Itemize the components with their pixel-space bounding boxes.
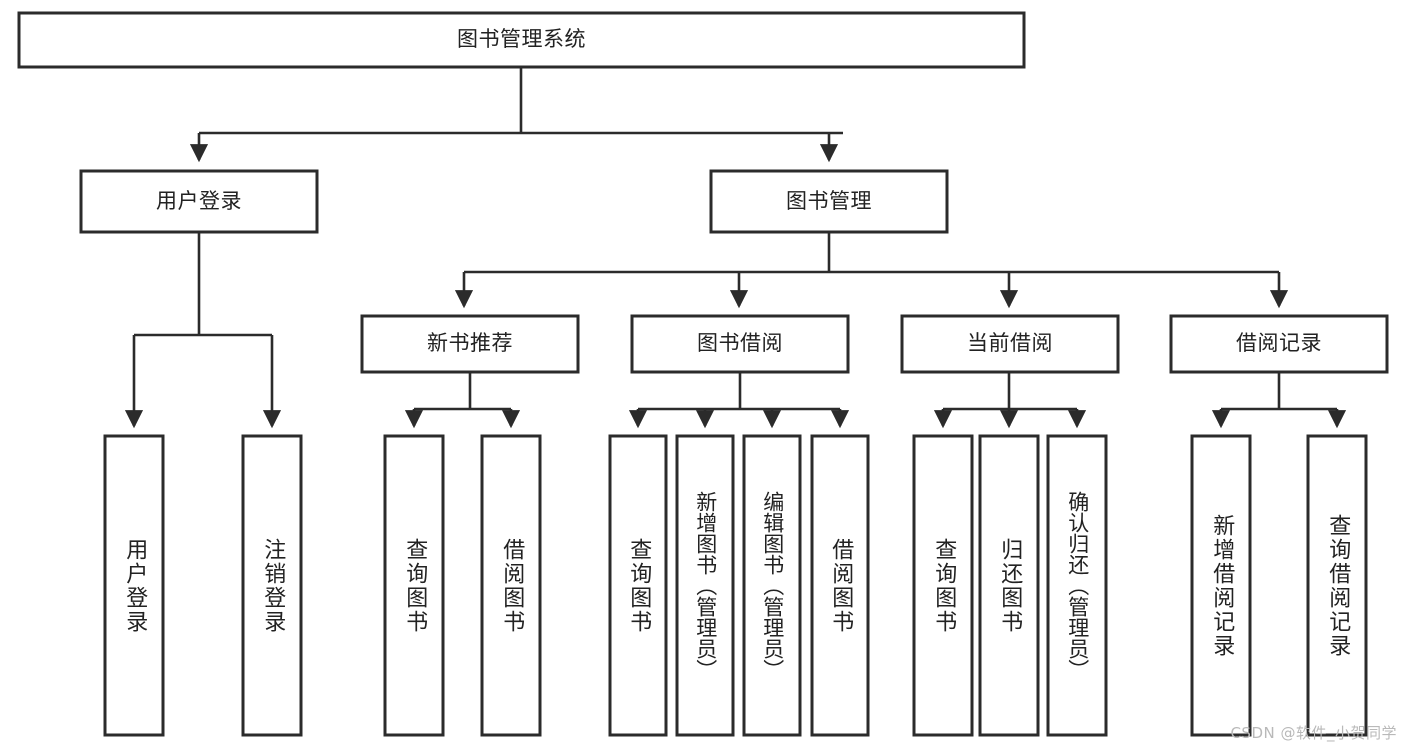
leaf-query-book-2-box[interactable] [608,434,668,737]
leaf-query-book-2-label: 查询图书 [626,537,652,634]
connector-current-borrow-to-leaves [933,372,1087,429]
leaf-borrow-book-1-box[interactable] [480,434,542,737]
node-new-book-recommend-label: 新书推荐 [427,331,513,356]
node-book-manage-label: 图书管理 [786,188,872,213]
leaf-user-logout-label: 注销登录 [260,537,286,634]
leaf-query-book-1-box[interactable] [383,434,445,737]
node-user-login-box[interactable] [79,169,319,234]
node-book-borrow-label: 图书借阅 [697,331,783,356]
leaf-edit-book-box[interactable] [742,434,802,737]
leaf-confirm-return-box[interactable] [1046,434,1108,737]
connector-user-login-to-leaves [124,232,282,429]
node-root-label: 图书管理系统 [457,27,586,52]
leaf-user-login-label: 用户登录 [122,537,148,634]
leaf-add-record-label: 新增借阅记录 [1209,513,1235,658]
leaf-borrow-book-1-label: 借阅图书 [499,537,525,634]
leaf-edit-book-label: 编辑图书（管理员） [760,491,785,680]
leaf-add-record-box[interactable] [1190,434,1252,737]
node-new-book-recommend-box[interactable] [360,314,580,374]
leaf-borrow-book-2-label: 借阅图书 [828,537,854,634]
node-user-login-label: 用户登录 [156,188,242,213]
leaf-query-book-3-label: 查询图书 [931,537,957,634]
connector-new-book-recommend-to-leaves [404,372,521,429]
leaf-user-logout-box[interactable] [241,434,303,737]
node-borrow-record-label: 借阅记录 [1236,331,1322,356]
connector-book-borrow-to-leaves [628,372,850,429]
node-current-borrow-label: 当前借阅 [967,331,1053,356]
connector-borrow-record-to-leaves [1211,372,1347,429]
connector-book-manage-to-level2 [454,232,1289,309]
leaf-add-book-box[interactable] [675,434,735,737]
leaf-query-book-3-box[interactable] [912,434,974,737]
leaf-return-book-box[interactable] [978,434,1040,737]
leaf-query-record-label: 查询借阅记录 [1325,513,1351,658]
connector-root-to-level1 [189,67,843,163]
leaf-query-book-1-label: 查询图书 [402,537,428,634]
csdn-watermark: CSDN @软件_小贺同学 [1230,724,1397,742]
leaf-query-record-box[interactable] [1306,434,1368,737]
leaf-add-book-label: 新增图书（管理员） [693,491,718,680]
leaf-user-login-box[interactable] [103,434,165,737]
leaf-return-book-label: 归还图书 [997,537,1023,634]
leaf-confirm-return-label: 确认归还（管理员） [1065,491,1090,680]
node-current-borrow-box[interactable] [900,314,1120,374]
leaf-borrow-book-2-box[interactable] [810,434,870,737]
node-root-box[interactable] [17,11,1026,69]
